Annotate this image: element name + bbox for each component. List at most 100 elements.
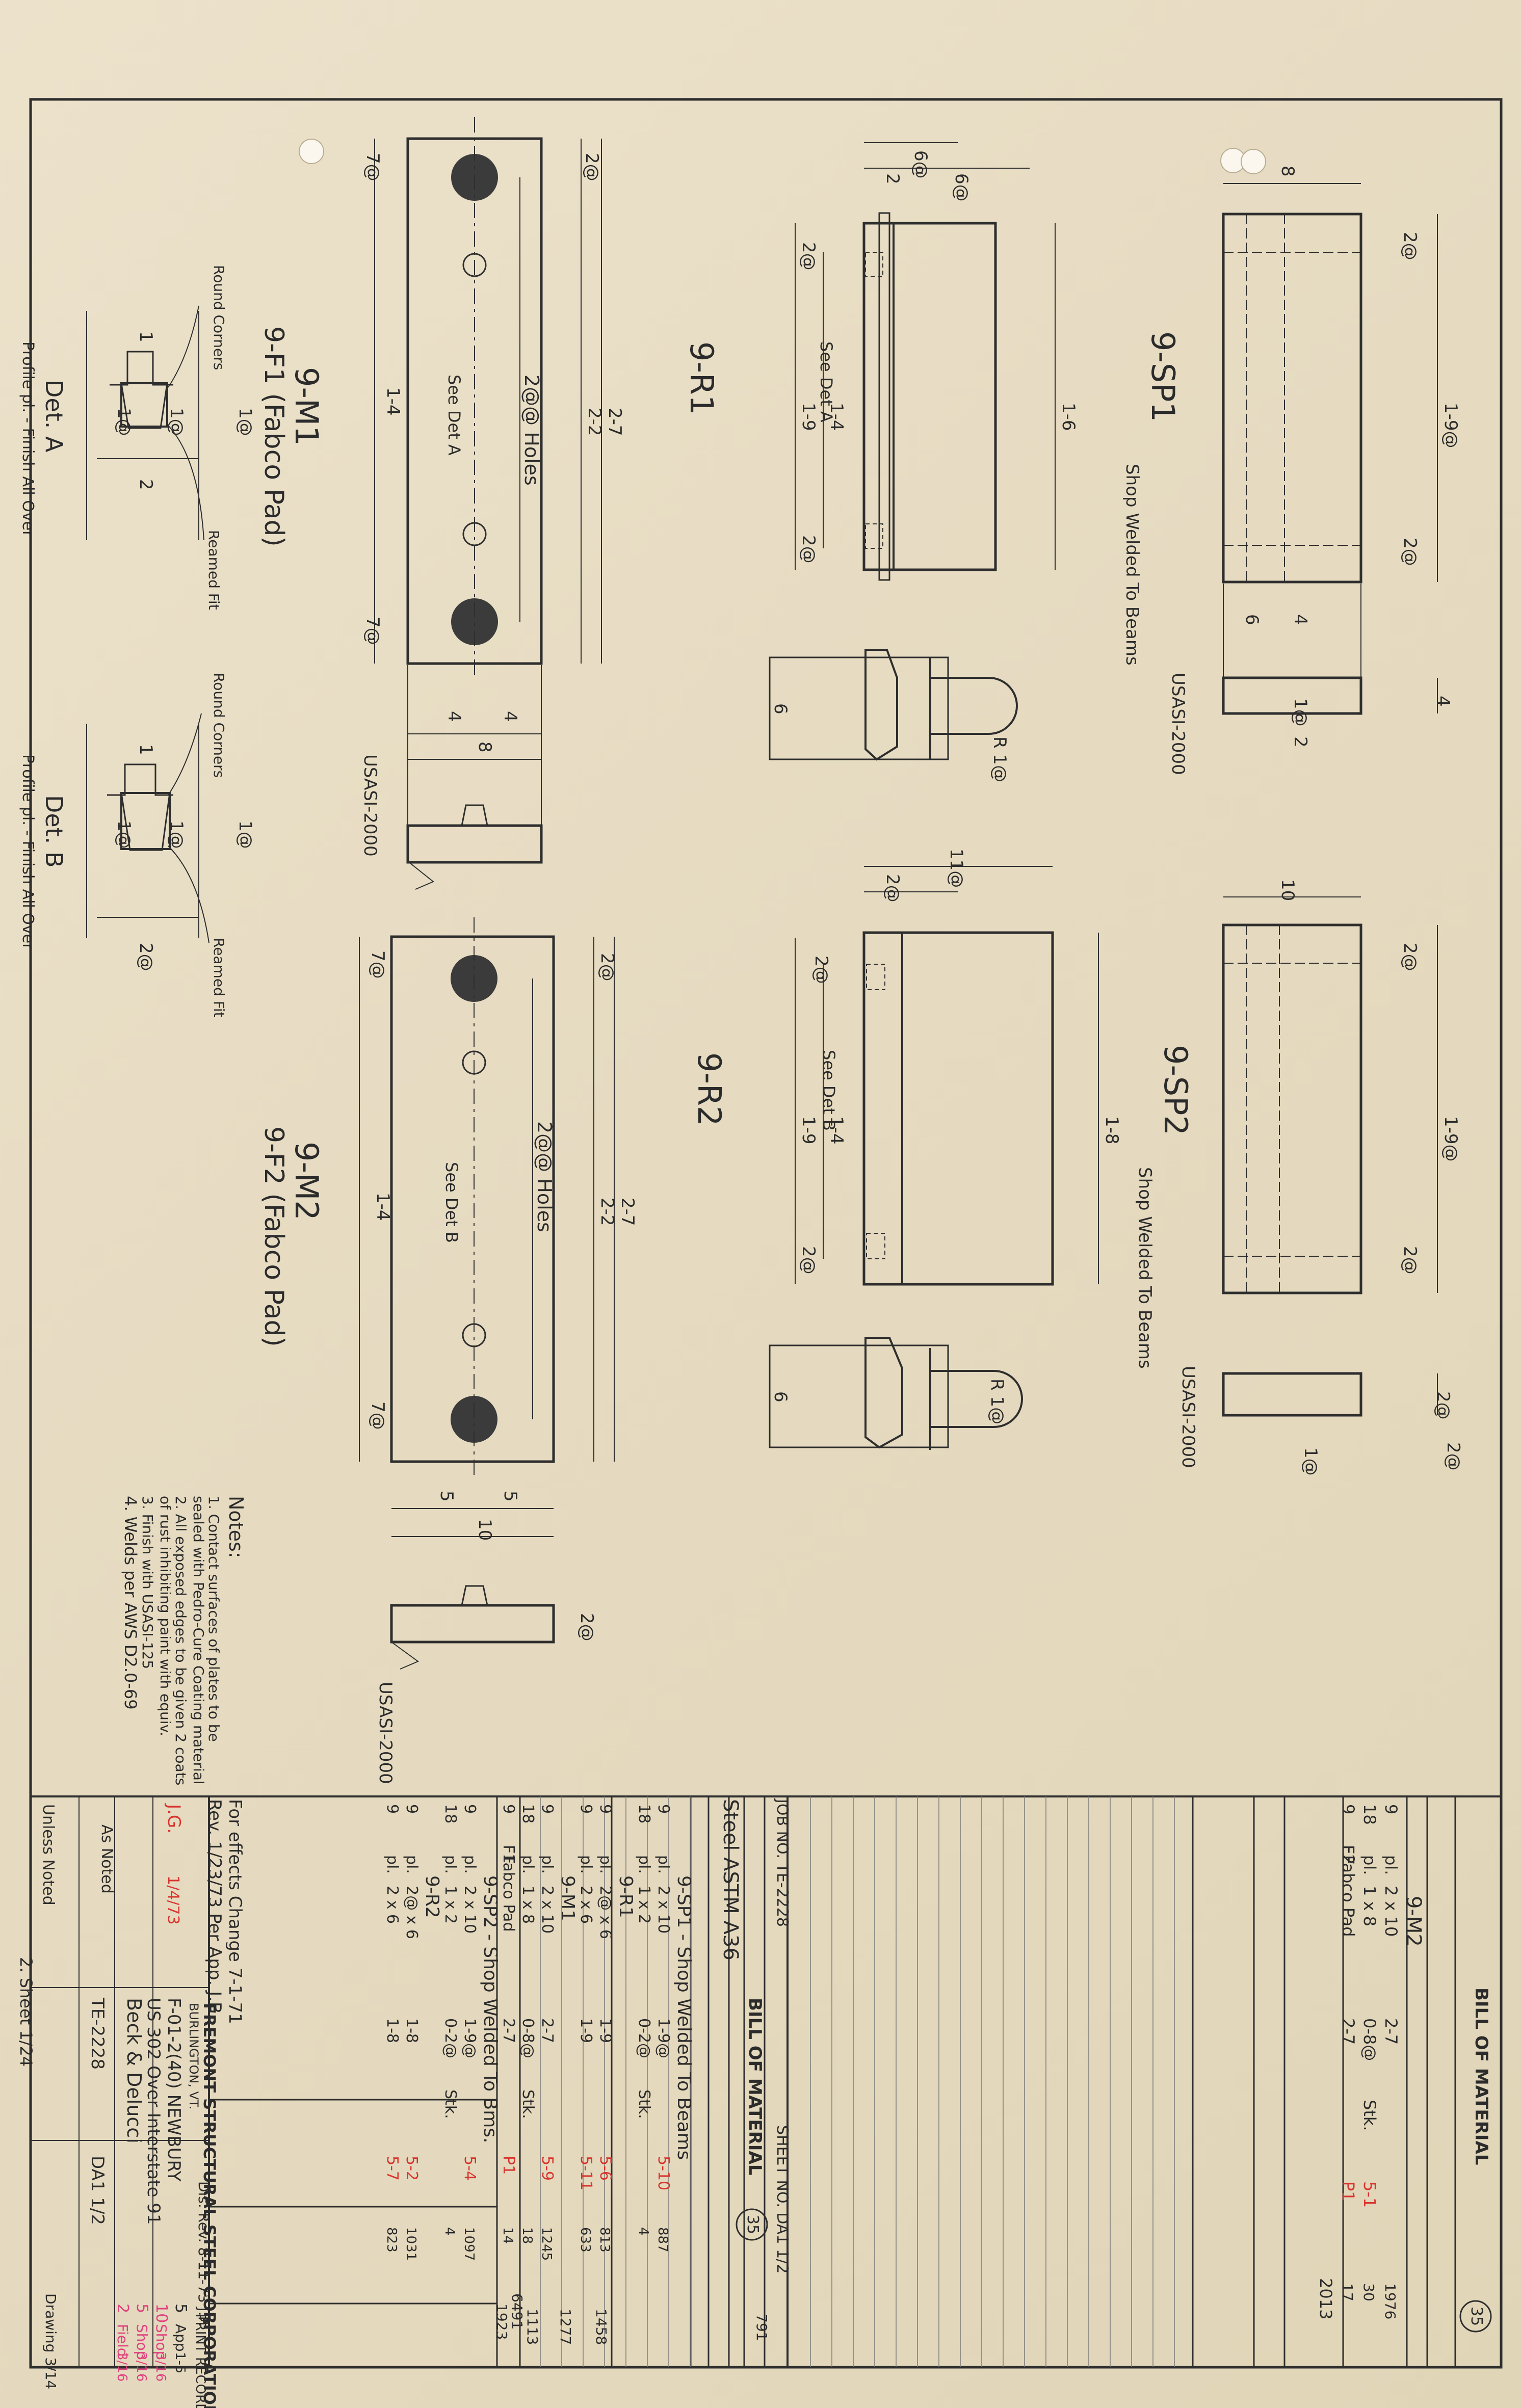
- r2-dim: R 1@: [987, 1379, 1007, 1424]
- footer-right: Drawing 3/14: [42, 2293, 59, 2389]
- bill-right-desc: 9-M2: [1402, 1896, 1425, 1947]
- note-2b: of rust inhibiting paint with equiv.: [157, 1496, 174, 1736]
- bill-right-size: 1 x 8: [1360, 1886, 1379, 1926]
- bill-left-size: 2 x 10: [538, 1886, 556, 1934]
- bill-left-note: Stk.: [635, 2089, 653, 2119]
- m2-plate-elevation: [390, 1604, 555, 1644]
- bill-left-desc: 9-SP2 - Shop Welded To Bms.: [480, 1875, 501, 2143]
- r1-dim: 1-9: [798, 403, 819, 431]
- bill-left-length: 1-9@: [461, 2018, 479, 2058]
- sp1-standard: USASI-2000: [1168, 673, 1188, 775]
- note-1b: sealed with Pedro-Cure Coating material: [190, 1496, 207, 1785]
- bill-left-ref: 5-4: [461, 2156, 479, 2181]
- det-a-dim: 1@: [114, 408, 134, 436]
- detail-9-m2: [359, 917, 615, 1670]
- project-value: F-01-2(40) NEWBURY: [164, 1998, 184, 2182]
- det-a-sub: Profile pl. - Finish All Over: [19, 341, 37, 537]
- m1-dim: 7@: [362, 153, 383, 181]
- m2-dim: 5: [500, 1491, 520, 1502]
- company-city: BURLINGTON, VT.: [187, 2003, 201, 2109]
- bill-left-weight: 18: [519, 2227, 535, 2244]
- bill-of-material-right-grid: [786, 1795, 1502, 2368]
- bill-right-note: Stk.: [1360, 2100, 1379, 2131]
- bill-left-size: 2@ x 6: [596, 1886, 614, 1939]
- bill-left-pieces: 9: [654, 1804, 672, 1814]
- bill-left-total: 1277: [557, 2309, 574, 2345]
- bill-left-desc: pl.: [383, 1855, 401, 1874]
- sp2-dim: 2@: [1400, 943, 1420, 971]
- m1-dim: 1-4: [383, 387, 403, 416]
- bill-left-pieces: 9: [538, 1804, 556, 1814]
- bill-left-weight: 887: [655, 2227, 670, 2253]
- bill-left-length: 1-8: [403, 2018, 421, 2043]
- det-b-dim: 1: [136, 744, 156, 755]
- sp2-dim: 2@: [1433, 1391, 1453, 1420]
- bill-left-size: 1 x 2: [441, 1886, 459, 1924]
- m1-dim: 2-2: [584, 408, 605, 436]
- r1-dim: 6@: [910, 150, 931, 179]
- m1-dim: 4: [500, 711, 520, 722]
- mark-9-f2: 9-F2 (Fabco Pad): [258, 1126, 289, 1347]
- detail-9-m1: [374, 117, 602, 890]
- sheet-circle-left: 35: [744, 2215, 762, 2234]
- detail-9-r1: [769, 142, 1056, 761]
- drawn-date-value: 1/4/73: [164, 1875, 182, 1925]
- bill-left-desc: 9-R2: [422, 1875, 442, 1918]
- det-a-round-corners: Round Corners: [211, 265, 227, 370]
- bill-left-weight: 1031: [403, 2227, 418, 2261]
- sp2-plate-plan: [1222, 923, 1362, 1294]
- sp1-plate-plan: [1222, 213, 1362, 584]
- bill-left-size: 1 x 2: [635, 1886, 653, 1924]
- print-record-for: Field: [114, 2324, 131, 2357]
- print-record-title: PRINT RECORD: [193, 2314, 208, 2408]
- scale-note: Unless Noted: [39, 1804, 57, 1906]
- bill-left-desc: 9-SP1 - Shop Welded To Beams: [673, 1875, 694, 2160]
- det-a-dim: 1: [136, 331, 156, 342]
- sp1-dim: 2@: [1400, 538, 1420, 566]
- sp1-dim: 8: [1277, 166, 1298, 177]
- sp1-dim: 2: [1290, 736, 1310, 748]
- bill-left-pieces: 9: [596, 1804, 614, 1814]
- bill-right-weight: 30: [1360, 2283, 1377, 2301]
- sp1-dim: 4: [1290, 614, 1310, 625]
- bill-left-size: 2 x 10: [654, 1886, 672, 1934]
- m2-dim: 7@: [368, 950, 388, 979]
- customer-value: Beck & Delucci: [123, 1998, 145, 2144]
- bill-right-size: 2 x 10: [1381, 1886, 1401, 1937]
- m2-dim: 7@: [368, 1401, 388, 1430]
- print-record-no: 10: [152, 2304, 170, 2323]
- bill-left-total: 791: [753, 2314, 770, 2341]
- bill-left-desc: pl.: [596, 1855, 614, 1874]
- bill-left-desc: pl.: [538, 1855, 556, 1874]
- m2-dim: 2@: [576, 1613, 597, 1642]
- m2-dim: 2-7: [617, 1198, 638, 1226]
- sp2-note: Shop Welded To Beams: [1135, 1167, 1155, 1369]
- sp2-dim: 2@: [1443, 1442, 1463, 1471]
- print-record-no: 5: [133, 2304, 151, 2313]
- bill-left-length: 0-2@: [441, 2018, 459, 2058]
- bill-left-pieces: 9: [500, 1804, 517, 1814]
- bill-left-length: 2-7: [500, 2018, 517, 2043]
- m1-bolt-hole: [451, 598, 498, 645]
- punch-hole: [299, 139, 324, 164]
- holes-value: As Noted: [98, 1824, 116, 1894]
- bill-left-pieces: 18: [519, 1804, 537, 1823]
- bill-left-pieces: 18: [441, 1804, 459, 1823]
- r1-dim: 1-6: [1058, 403, 1079, 431]
- r1-dim: 2@: [798, 242, 819, 271]
- mark-9-r1: 9-R1: [683, 341, 720, 415]
- det-b-dim: 2@: [136, 943, 156, 971]
- bill-left-note: Stk.: [441, 2089, 459, 2119]
- bill-left-weight: 4: [636, 2227, 651, 2236]
- det-b-sub: Profile pl. - Finish All Over: [19, 754, 37, 950]
- sp2-dim: 1-9@: [1440, 1116, 1461, 1162]
- notes-title: Notes:: [225, 1496, 247, 1558]
- r2-dim: 1-8: [1102, 1116, 1122, 1145]
- revision-1: For effects Change 7-1-71: [225, 1799, 245, 2024]
- notes-block: Notes: 1. Contact surfaces of plates to …: [121, 1496, 247, 1785]
- bill-right-weight: 1976: [1382, 2283, 1399, 2319]
- print-record-no: 5: [172, 2304, 190, 2313]
